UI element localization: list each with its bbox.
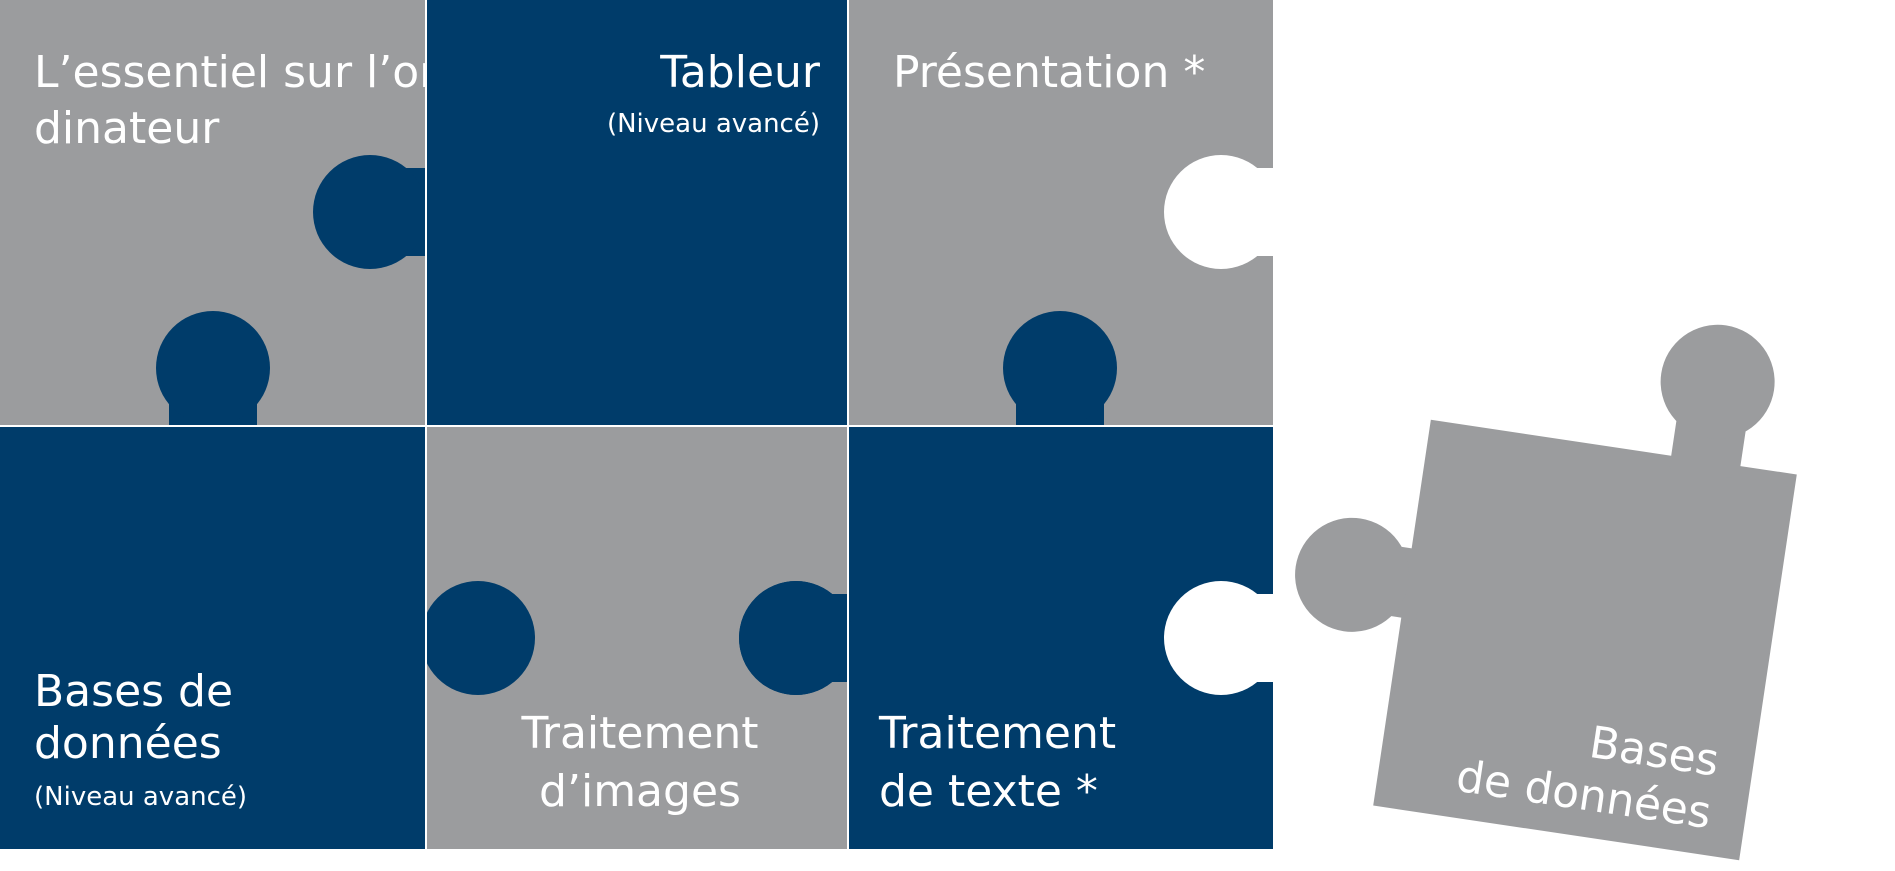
piece-bases-grid: Bases de données (Niveau avancé)	[0, 311, 535, 849]
piece-tableur-title: Tableur	[659, 47, 821, 98]
piece-images-line1: Traitement	[520, 708, 758, 759]
piece-presentation-title: Présentation *	[893, 47, 1205, 98]
piece-tableur-note: (Niveau avancé)	[607, 109, 820, 139]
piece-bases-loose-body	[1373, 419, 1797, 861]
piece-tableur-knob-left	[313, 155, 427, 269]
seam-vertical-1	[425, 0, 427, 849]
piece-texte-socket	[1164, 581, 1278, 695]
piece-presentation-socket	[1164, 155, 1278, 269]
piece-images-socket-left	[421, 581, 535, 695]
piece-images-line2: d’images	[539, 766, 741, 817]
piece-texte-line1: Traitement	[878, 708, 1116, 759]
piece-bases-grid-line1: Bases de	[34, 666, 233, 717]
piece-bases-loose: Bases de données	[1295, 324, 1797, 861]
seam-horizontal	[0, 425, 1273, 427]
seam-vertical-2	[847, 0, 849, 849]
piece-bases-grid-note: (Niveau avancé)	[34, 782, 247, 812]
piece-texte-knob-top	[1003, 311, 1117, 425]
piece-bases-grid-line2: données	[34, 718, 222, 769]
piece-texte-knob-left	[739, 581, 853, 695]
piece-tableur-body	[427, 0, 847, 425]
piece-essentiel-line2: dinateur	[34, 103, 220, 154]
piece-texte-line2: de texte *	[879, 766, 1098, 817]
piece-essentiel-line1: L’essentiel sur l’or-	[34, 47, 450, 98]
piece-bases-loose-knob-left	[1295, 517, 1410, 632]
grid-seams	[0, 0, 1273, 849]
piece-tableur: Tableur (Niveau avancé)	[313, 0, 961, 425]
piece-bases-grid-body	[0, 427, 425, 849]
piece-bases-loose-knob-top	[1660, 324, 1775, 439]
piece-bases-grid-knob-top	[156, 311, 270, 425]
piece-texte: Traitement de texte *	[739, 311, 1280, 849]
